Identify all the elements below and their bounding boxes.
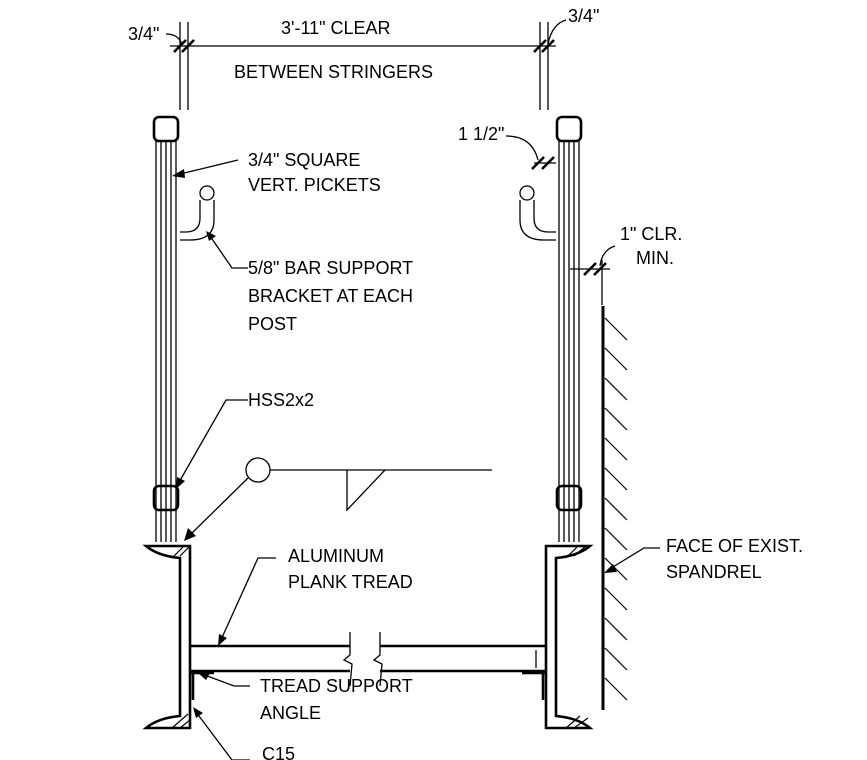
wall-clearance-label: 1" CLR. [620, 224, 682, 244]
bracket-bar-right [519, 185, 535, 201]
callout-text: 5/8" BAR SUPPORT [248, 258, 413, 278]
leader [195, 711, 250, 760]
leader [201, 673, 250, 687]
callout-text: SPANDREL [666, 562, 762, 582]
leader [599, 245, 616, 267]
channel-profile [142, 544, 192, 730]
tick-mark [531, 156, 545, 170]
support-angle-right [522, 671, 546, 700]
right-stringer-channel [544, 544, 594, 730]
callout-text: BRACKET AT EACH [248, 286, 413, 306]
weld-arrow [189, 477, 249, 536]
fillet-weld-symbol [346, 469, 386, 512]
tick-mark [173, 39, 187, 53]
left-guardrail [152, 115, 215, 542]
bracket-right [533, 200, 556, 233]
bracket-right-outer [519, 200, 556, 241]
clear-width-sublabel: BETWEEN STRINGERS [234, 62, 433, 82]
callout-text: HSS2x2 [248, 390, 314, 410]
tick-mark [541, 39, 555, 53]
leader [219, 557, 276, 643]
callout-pickets: 3/4" SQUARE VERT. PICKETS [172, 150, 381, 195]
tick-mark [181, 39, 195, 53]
clear-width-label: 3'-11" CLEAR [281, 18, 391, 38]
aluminum-plank-tread [190, 632, 546, 700]
callout-stringer: C15 [193, 707, 295, 760]
callout-tread: ALUMINUM PLANK TREAD [218, 546, 413, 646]
top-rail-left [152, 115, 180, 143]
leader [505, 135, 539, 161]
tick-mark [533, 39, 547, 53]
tick-mark [583, 262, 597, 276]
callout-text: TREAD SUPPORT [260, 676, 413, 696]
callout-text: ANGLE [260, 703, 321, 723]
callout-text: C15 [262, 744, 295, 760]
callout-text: VERT. PICKETS [248, 175, 381, 195]
leader [177, 399, 248, 485]
existing-spandrel-wall [601, 306, 628, 710]
callout-bracket: 5/8" BAR SUPPORT BRACKET AT EACH POST [206, 231, 413, 334]
callout-text: FACE OF EXIST. [666, 536, 803, 556]
arrowhead [184, 528, 196, 541]
leader [607, 547, 660, 571]
clear-width-dimension: 3/4" 3/4" 3'-11" CLEAR BETWEEN STRINGERS [128, 6, 599, 110]
leader [209, 235, 248, 269]
callout-support-angle: TREAD SUPPORT ANGLE [198, 673, 413, 723]
leader [175, 159, 239, 176]
callout-text: ALUMINUM [288, 546, 384, 566]
bracket-bar-left [199, 185, 215, 201]
break-line-left [342, 632, 353, 687]
callout-text: 3/4" SQUARE [248, 150, 360, 170]
callout-text: POST [248, 314, 297, 334]
callout-spandrel: FACE OF EXIST. SPANDREL [604, 536, 803, 582]
right-guardrail [519, 115, 583, 542]
right-offset-label: 3/4" [568, 6, 599, 26]
wall-clearance-dimension: 1" CLR. MIN. [570, 224, 682, 305]
picket-spacing-dimension: 1 1/2" [458, 124, 556, 170]
field-weld-circle [245, 457, 271, 483]
callout-text: PLANK TREAD [288, 572, 413, 592]
left-stringer-channel [142, 544, 192, 730]
tick-mark [541, 156, 555, 170]
top-rail-right [555, 115, 583, 143]
bracket-left [180, 200, 201, 233]
wall-clearance-sublabel: MIN. [636, 248, 674, 268]
picket-spacing-label: 1 1/2" [458, 124, 504, 144]
callout-post: HSS2x2 [176, 390, 314, 489]
weld-symbol [184, 457, 492, 541]
leader-left [165, 33, 183, 45]
leader-right [547, 19, 567, 45]
tick-mark [593, 262, 607, 276]
break-line-right [372, 632, 383, 687]
channel-profile [544, 544, 594, 730]
left-offset-label: 3/4" [128, 24, 159, 44]
